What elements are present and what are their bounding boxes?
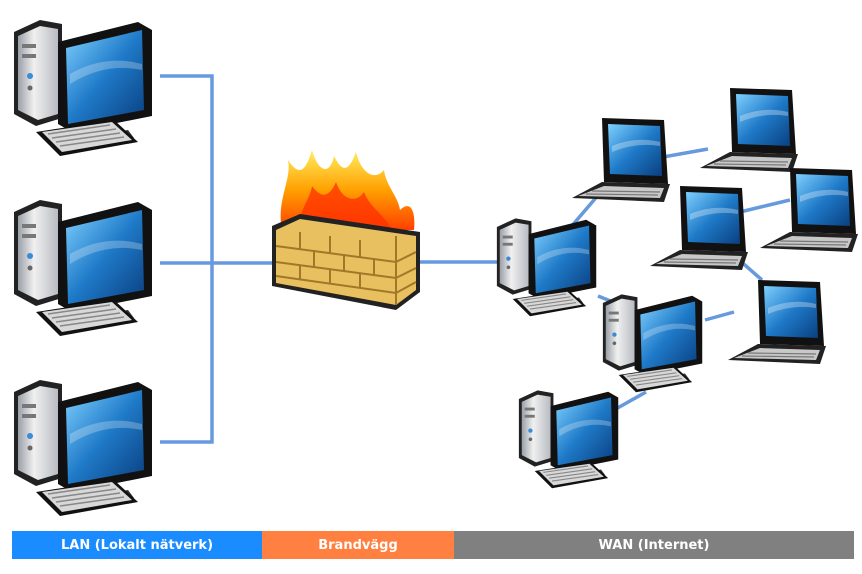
lan-desktop-icon-2 [13, 199, 153, 337]
legend-lan: LAN (Lokalt nätverk) [12, 531, 262, 559]
legend-wan: WAN (Internet) [454, 531, 854, 559]
wan-laptop-icon-1 [571, 117, 671, 203]
wan-desktop-icon-2 [602, 293, 703, 393]
wan-laptop-icon-5 [727, 279, 827, 365]
lan-cables [160, 74, 290, 444]
wan-laptop-icon-2 [699, 87, 799, 173]
wan-laptop-icon-4 [759, 167, 859, 253]
legend-firewall: Brandvägg [262, 531, 454, 559]
lan-desktop-icon-1 [13, 19, 153, 157]
firewall-icon [272, 150, 420, 310]
lan-desktop-icon-3 [13, 379, 153, 517]
wan-desktop-icon-3 [518, 389, 619, 489]
wan-desktop-icon-1 [496, 217, 597, 317]
